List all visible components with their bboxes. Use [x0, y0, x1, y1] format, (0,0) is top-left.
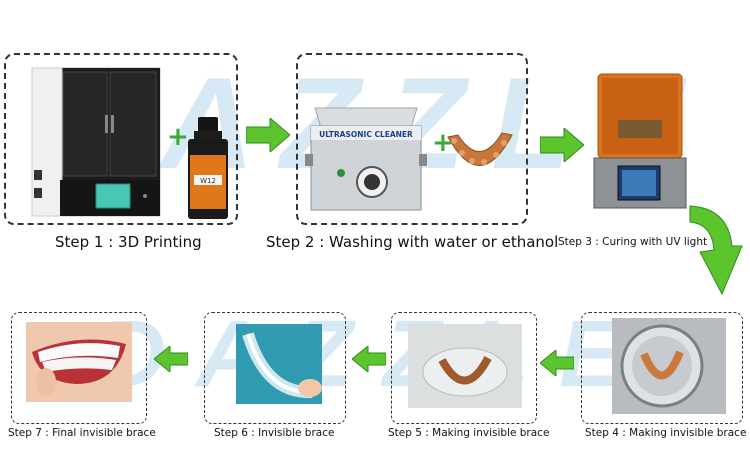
resin-bottle-image: W12 — [188, 117, 228, 219]
plus-icon: + — [167, 122, 189, 152]
step-7-box — [11, 312, 147, 424]
step-3-caption: Step 3 : Curing with UV light — [558, 236, 708, 248]
cleaner-label: ULTRASONIC CLEANER — [319, 130, 413, 139]
smile-image — [26, 322, 132, 402]
curved-arrow-down-icon — [689, 205, 743, 296]
step-6-box — [204, 312, 346, 424]
dental-model-image — [447, 132, 513, 166]
arrow-left-icon-2 — [352, 346, 386, 372]
arrow-left-icon — [540, 350, 574, 376]
step-1-caption: Step 1 : 3D Printing — [55, 233, 202, 251]
step-2-box — [296, 53, 528, 225]
step-4-caption: Step 4 : Making invisible brace — [585, 427, 747, 439]
printer-image — [31, 67, 161, 217]
arrow-right-icon — [246, 118, 290, 152]
step-5-caption: Step 5 : Making invisible brace — [388, 427, 550, 439]
step-1-box — [4, 53, 238, 225]
thermoforming-image — [612, 318, 726, 414]
invisible-brace-image — [236, 324, 322, 404]
arrow-left-icon-3 — [154, 346, 188, 372]
step-6-caption: Step 6 : Invisible brace — [214, 427, 335, 439]
making-brace-image — [408, 324, 522, 408]
step-4-box — [581, 312, 743, 424]
uv-curing-box-image — [593, 73, 687, 209]
ultrasonic-cleaner-image: ULTRASONIC CLEANER — [305, 107, 427, 211]
step-2-caption: Step 2 : Washing with water or ethanol — [266, 233, 559, 251]
step-5-box — [391, 312, 537, 424]
resin-bottle-label: W12 — [200, 177, 216, 185]
step-7-caption: Step 7 : Final invisible brace — [8, 427, 156, 439]
plus-icon-2: + — [432, 128, 454, 158]
arrow-right-icon-2 — [540, 128, 584, 162]
